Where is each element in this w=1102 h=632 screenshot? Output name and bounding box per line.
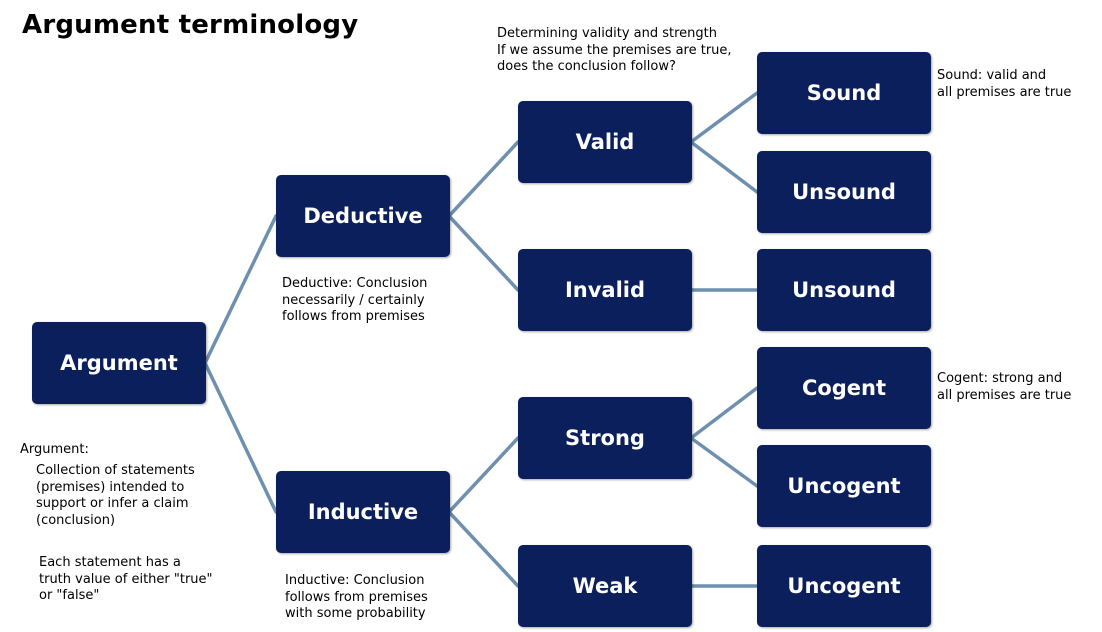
connector-deductive-valid [447, 140, 520, 218]
node-strong: Strong [518, 397, 692, 479]
note-cogent: Cogent: strong and all premises are true [937, 371, 1071, 404]
note-inductive: Inductive: Conclusion follows from premi… [285, 573, 428, 623]
note-line: (premises) intended to [36, 479, 185, 495]
connector-strong-uncogent [689, 436, 759, 488]
connector-valid-sound [689, 91, 759, 144]
note-line: (conclusion) [36, 512, 116, 528]
note-line: support or infer a claim [36, 496, 189, 511]
connector-argument-inductive [203, 361, 278, 514]
note-argument-definition: Collection of statements (premises) inte… [36, 463, 195, 529]
note-line: Inductive: Conclusion [285, 573, 425, 588]
node-weak: Weak [518, 545, 692, 627]
node-invalid: Invalid [518, 249, 692, 331]
note-argument-truth: Each statement has a truth value of eith… [39, 555, 213, 605]
node-sound: Sound [757, 52, 931, 134]
node-uncogent-strong: Uncogent [757, 445, 931, 527]
note-line: truth value of either "true" [39, 571, 213, 587]
connector-strong-cogent [689, 386, 759, 440]
note-line: with some probability [285, 606, 426, 621]
node-valid: Valid [518, 101, 692, 183]
node-cogent: Cogent [757, 347, 931, 429]
note-line: Collection of statements [36, 463, 195, 478]
node-deductive: Deductive [276, 175, 450, 257]
note-line: or "false" [39, 588, 100, 603]
node-argument: Argument [32, 322, 206, 404]
note-line: Determining validity and strength [497, 26, 717, 41]
note-line: all premises are true [937, 387, 1072, 403]
note-line: Cogent: strong and [937, 371, 1063, 386]
note-line: does the conclusion follow? [497, 59, 676, 74]
node-inductive: Inductive [276, 471, 450, 553]
node-unsound-valid: Unsound [757, 151, 931, 233]
node-unsound-invalid: Unsound [757, 249, 931, 331]
note-line: follows from premises [285, 589, 428, 605]
note-line: Each statement has a [39, 555, 181, 570]
note-sound: Sound: valid and all premises are true [937, 68, 1071, 101]
connector-argument-deductive [203, 214, 278, 365]
note-line: If we assume the premises are true, [497, 42, 732, 58]
note-line: necessarily / certainly [282, 292, 425, 308]
note-argument-heading: Argument: [20, 442, 89, 457]
note-validity: Determining validity and strength If we … [497, 26, 732, 76]
page-title: Argument terminology [22, 10, 359, 40]
connector-deductive-invalid [447, 214, 520, 292]
connector-valid-unsound [689, 140, 759, 194]
note-line: all premises are true [937, 84, 1072, 100]
connector-inductive-strong [447, 436, 520, 514]
note-deductive: Deductive: Conclusion necessarily / cert… [282, 276, 427, 326]
note-line: follows from premises [282, 309, 425, 324]
node-uncogent-weak: Uncogent [757, 545, 931, 627]
note-line: Deductive: Conclusion [282, 276, 428, 291]
connector-inductive-weak [447, 510, 520, 588]
note-line: Sound: valid and [937, 68, 1047, 83]
